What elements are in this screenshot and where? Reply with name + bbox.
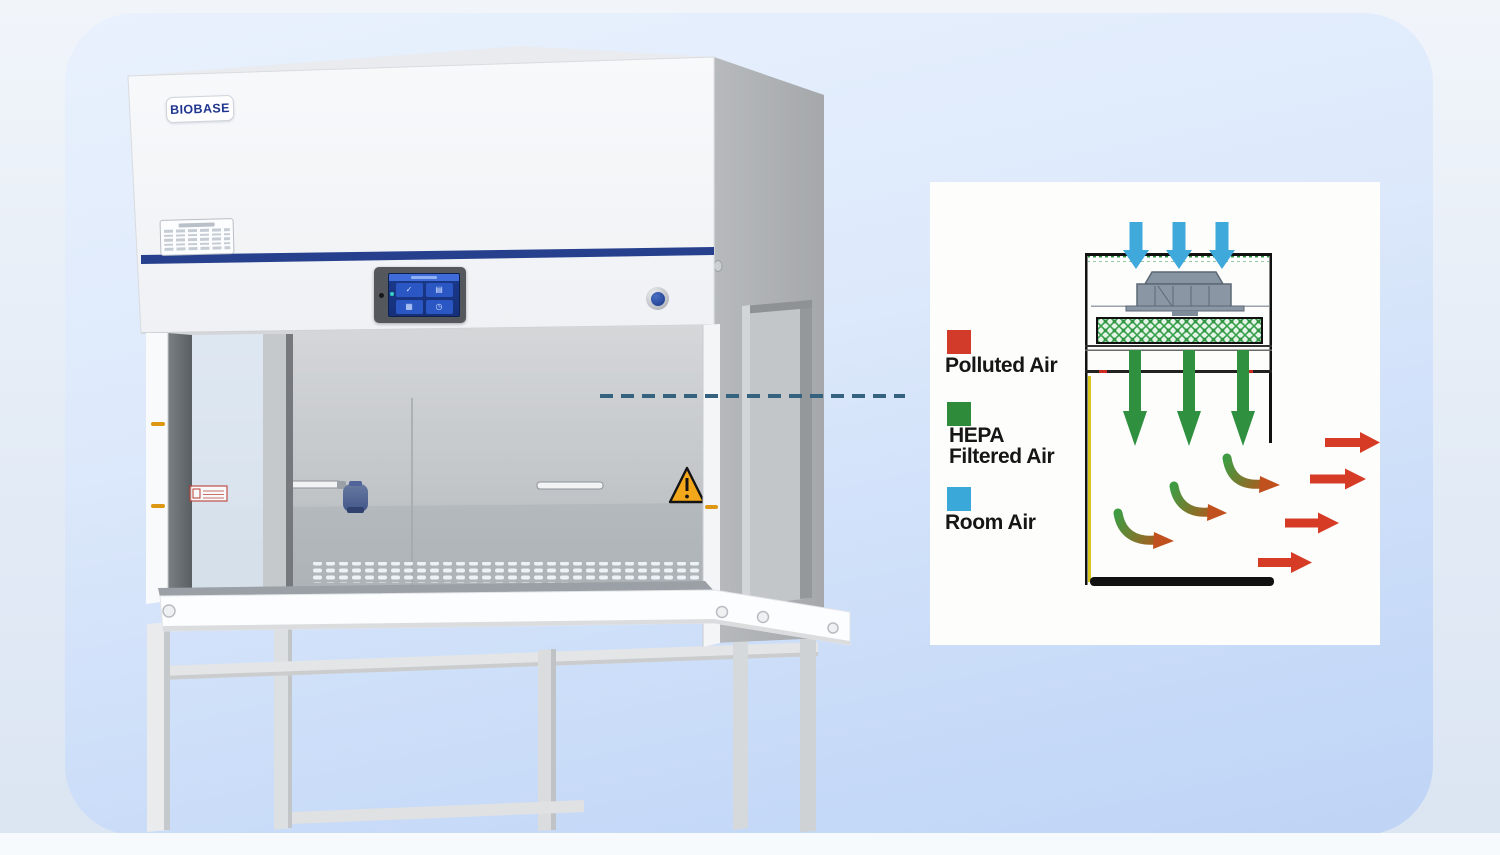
legend-label-hepa-line1: HEPA bbox=[949, 424, 1005, 447]
sash-height-mark bbox=[151, 504, 165, 508]
front-panel bbox=[127, 56, 715, 334]
stand-frame bbox=[160, 626, 818, 832]
airflow-diagram-panel: Polluted Air HEPA Filtered Air Room Air bbox=[930, 182, 1380, 645]
touchscreen-display: ✓ ▤ ▦ ◷ bbox=[388, 273, 460, 317]
right-side-structure bbox=[713, 57, 824, 643]
screen-tile-document-icon: ▤ bbox=[425, 283, 453, 297]
blue-stripe bbox=[141, 247, 714, 264]
work-floor-bar bbox=[1090, 577, 1274, 586]
screen-header bbox=[389, 274, 459, 281]
warning-icon bbox=[668, 466, 706, 504]
perforated-air-return bbox=[310, 562, 700, 583]
legend-label-room-air: Room Air bbox=[945, 511, 1036, 534]
blower-fan bbox=[1091, 271, 1269, 316]
brand-logo: BIOBASE bbox=[165, 94, 235, 124]
chamber-socket bbox=[343, 481, 368, 513]
screen-tile-check-icon: ✓ bbox=[395, 283, 423, 297]
touchscreen-panel: ✓ ▤ ▦ ◷ bbox=[374, 267, 466, 323]
work-zone-outline bbox=[1085, 373, 1274, 586]
screen-tile-grid-icon: ▦ bbox=[395, 300, 423, 314]
brand-logo-text: BIOBASE bbox=[169, 100, 231, 118]
airflow-schematic bbox=[1085, 222, 1380, 586]
front-left-leg bbox=[147, 622, 170, 832]
glass-sash bbox=[168, 333, 293, 597]
left-pillar bbox=[146, 333, 169, 604]
legend-swatch-hepa-air bbox=[947, 402, 971, 426]
screen-side-indicator bbox=[390, 292, 394, 296]
legend-swatch-polluted-air bbox=[947, 330, 971, 354]
hepa-downflow-arrows bbox=[1123, 350, 1255, 446]
floor-band bbox=[0, 833, 1500, 855]
polluted-air-arrows bbox=[1258, 432, 1380, 573]
support-rod bbox=[536, 481, 604, 490]
camera-dot bbox=[379, 292, 384, 298]
sash-height-mark bbox=[151, 422, 165, 426]
legend-swatch-room-air bbox=[947, 487, 971, 511]
work-surface bbox=[158, 581, 851, 646]
power-knob bbox=[646, 287, 669, 310]
legend-label-polluted-air: Polluted Air bbox=[945, 354, 1058, 377]
yellow-accent-line bbox=[1088, 376, 1091, 582]
cabinet-top bbox=[128, 46, 714, 76]
curved-transition-arrows bbox=[1113, 453, 1280, 549]
screen-tile-timer-icon: ◷ bbox=[425, 300, 453, 314]
spec-plate bbox=[159, 218, 235, 256]
legend-label-hepa-line2: Filtered Air bbox=[949, 445, 1055, 468]
room-air-arrows bbox=[1123, 222, 1235, 269]
sash-height-mark bbox=[705, 505, 718, 509]
glass-warning-label bbox=[189, 485, 228, 502]
hepa-filter bbox=[1096, 317, 1263, 344]
